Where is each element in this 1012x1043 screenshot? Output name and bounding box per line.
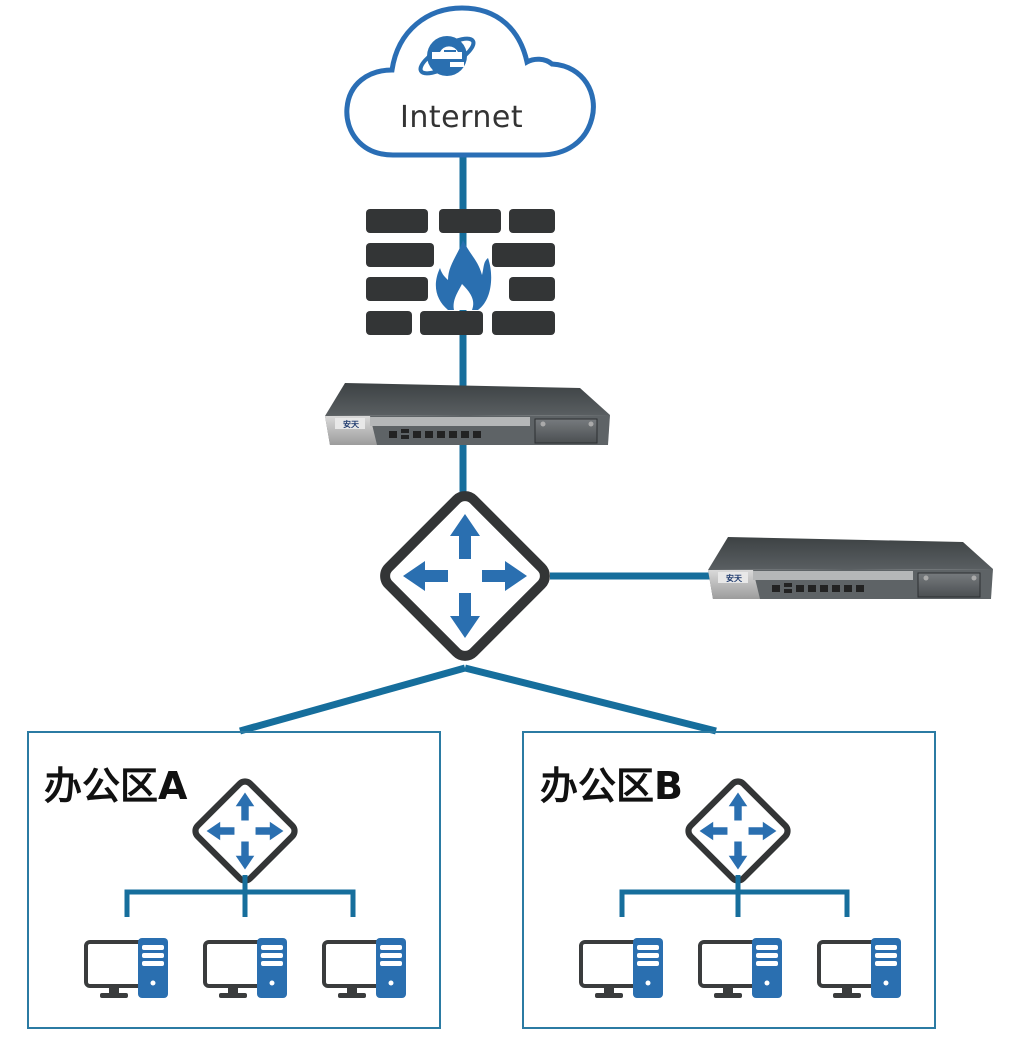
firewall-icon bbox=[366, 209, 555, 335]
office-b-pc-3-icon bbox=[817, 936, 903, 1000]
ie-browser-icon bbox=[418, 36, 476, 76]
office-a-pc-3-icon bbox=[322, 936, 408, 1000]
office-b-links bbox=[619, 875, 850, 917]
link-router-to-office-b bbox=[464, 664, 717, 735]
office-b-box bbox=[522, 731, 936, 1029]
office-b-pc-2-icon bbox=[698, 936, 784, 1000]
internet-cloud bbox=[344, 5, 596, 158]
core-router-icon bbox=[380, 491, 550, 661]
office-a-box bbox=[27, 731, 441, 1029]
gateway-brand-label: 安天 bbox=[343, 420, 359, 429]
office-b-router-icon bbox=[685, 778, 790, 883]
office-a-pc-2-icon bbox=[203, 936, 289, 1000]
office-b-pc-1-icon bbox=[579, 936, 665, 1000]
gateway-appliance bbox=[324, 382, 611, 446]
flame-icon bbox=[435, 240, 492, 310]
side-device-brand-label: 安天 bbox=[726, 574, 742, 583]
internet-label: Internet bbox=[400, 100, 524, 135]
office-b-title: 办公区B bbox=[540, 764, 683, 808]
office-a-title: 办公区A bbox=[44, 764, 188, 808]
side-appliance bbox=[707, 536, 994, 600]
office-a-router-icon bbox=[192, 778, 297, 883]
link-router-to-office-a bbox=[239, 664, 466, 735]
office-a-pc-1-icon bbox=[84, 936, 170, 1000]
office-a-links bbox=[124, 875, 356, 917]
